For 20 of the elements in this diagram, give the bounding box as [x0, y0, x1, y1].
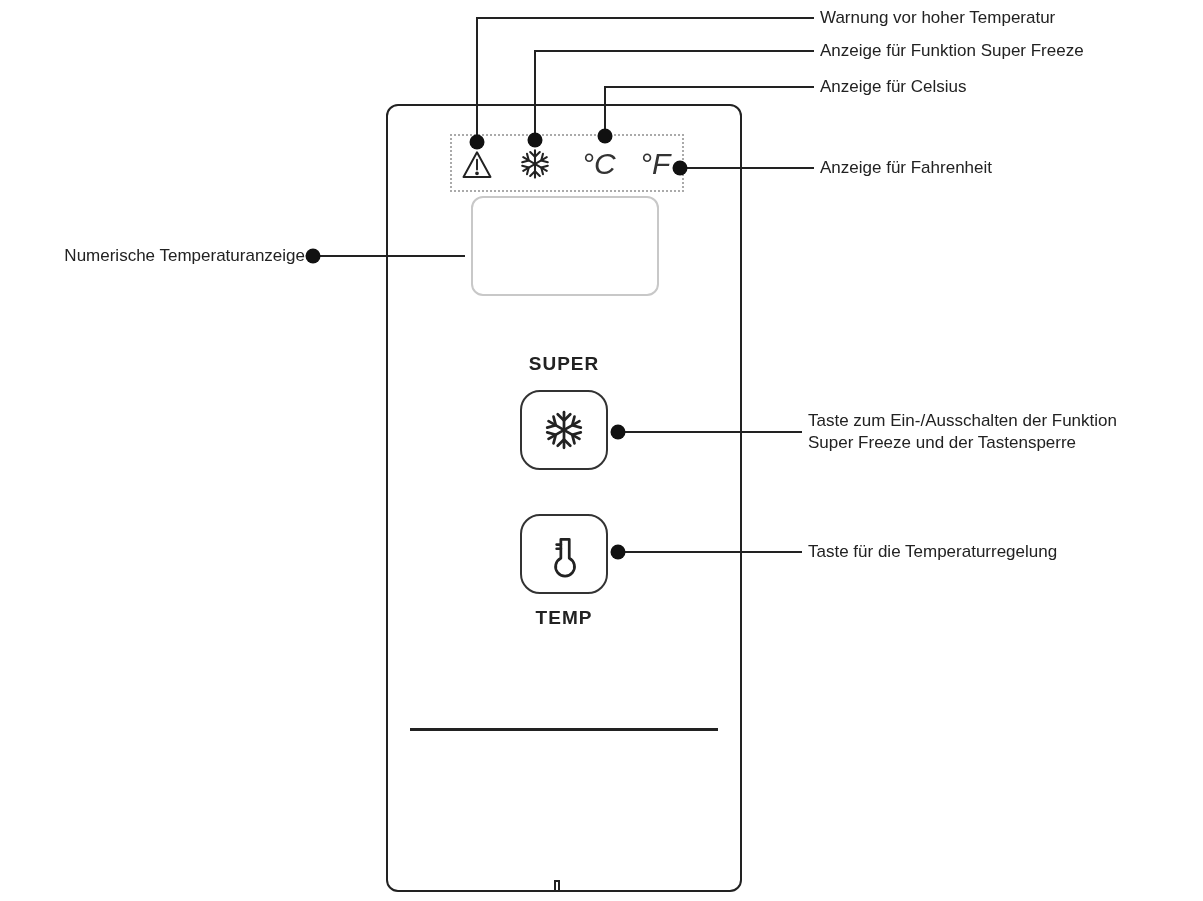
leader-line: [610, 424, 803, 440]
leader-line: [597, 86, 815, 144]
callout-text: Taste für die Temperaturregelung: [808, 541, 1058, 563]
callout-text: Warnung vor hoher Temperatur: [820, 7, 1056, 29]
callout-text: Taste zum Ein-/Ausschalten der Funktion Super Freeze und der Tastensperre: [808, 410, 1148, 454]
callout-text: Numerische Temperaturanzeige: [64, 245, 305, 267]
unit-symbol: °C: [582, 144, 628, 184]
leader-line: [305, 248, 466, 264]
unit-symbol: °F: [640, 144, 672, 184]
callout-text: Anzeige für Fahrenheit: [820, 157, 992, 179]
callout-text: Anzeige für Funktion Super Freeze: [820, 40, 1084, 62]
leader-line: [610, 544, 803, 560]
callout-text: Anzeige für Celsius: [820, 76, 967, 98]
button-caption: TEMP: [534, 606, 594, 630]
temperature-display: [471, 196, 659, 296]
leader-line: [672, 160, 815, 176]
leader-line: [469, 17, 815, 150]
control-panel: [386, 104, 742, 892]
leader-line: [527, 50, 815, 148]
button-caption: SUPER: [527, 352, 601, 376]
